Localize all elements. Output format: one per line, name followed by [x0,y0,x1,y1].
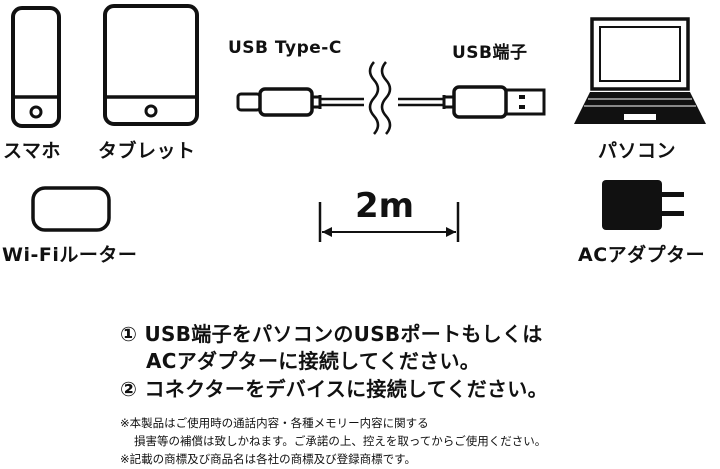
smartphone-label: スマホ [3,140,61,162]
usb-a-label: USB端子 [452,43,528,63]
length-dimension-arrow [318,202,460,242]
note-1: ※本製品はご使用時の通話内容・各種メモリー内容に関する [120,416,429,430]
usb-cable-diagram [236,61,546,135]
usb-type-c-label: USB Type-C [228,38,342,58]
note-1-cont: 損害等の補償は致しかねます。ご承諾の上、控えを取ってからご使用ください。 [134,434,547,448]
ac-adapter-label: ACアダプター [578,244,706,266]
step-1-line-1: ① USB端子をパソコンのUSBポートもしくは [120,322,543,346]
tablet-icon [103,4,199,126]
usb-c-connector-icon [236,87,322,117]
laptop-icon [574,17,706,124]
tablet-label: タブレット [98,140,196,162]
router-icon [31,186,111,232]
router-label: Wi-Fiルーター [2,244,138,266]
ac-adapter-icon [602,180,684,230]
cable-length: 2m [355,186,415,226]
step-2: ② コネクターをデバイスに接続してください。 [120,377,548,401]
pc-label: パソコン [598,140,677,162]
smartphone-icon [11,6,61,128]
step-1-line-2: ACアダプターに接続してください。 [146,349,481,373]
note-2: ※記載の商標及び商品名は各社の商標及び登録商標です。 [120,452,416,466]
usb-a-connector-icon [442,85,546,119]
